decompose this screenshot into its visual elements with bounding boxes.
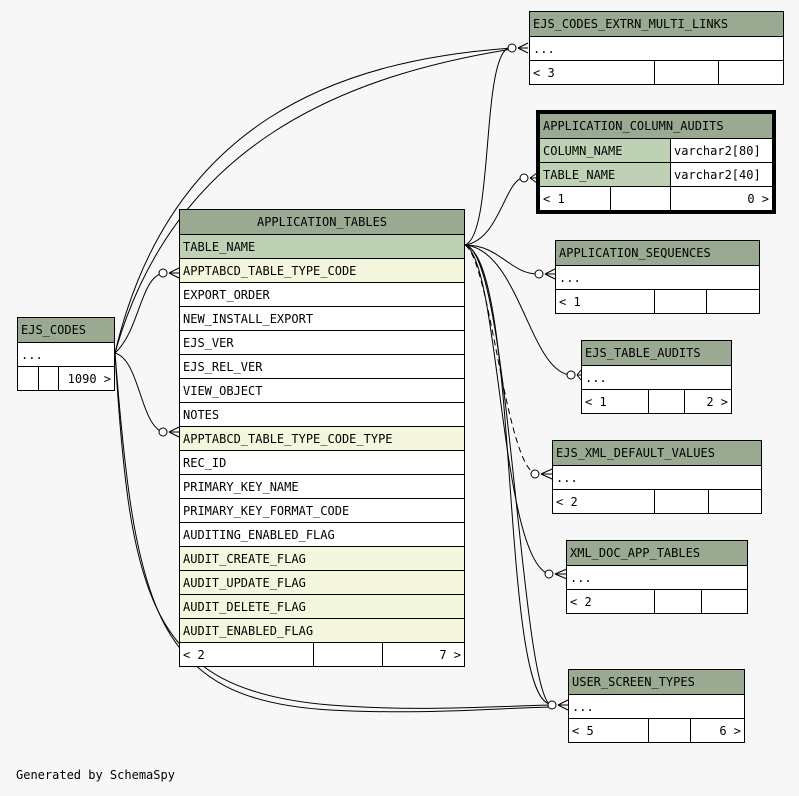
table-header[interactable]: USER_SCREEN_TYPES — [569, 670, 744, 694]
column-row-foreign-key: AUDIT_DELETE_FLAG — [180, 594, 464, 618]
table-footer-row: < 2 — [553, 489, 761, 513]
column-name: TABLE_NAME — [543, 168, 616, 182]
table-ellipsis-row: ... — [556, 265, 759, 289]
table-footer-row: < 1 — [556, 289, 759, 313]
parents-count[interactable]: < 2 — [183, 648, 205, 662]
parents-count[interactable]: < 1 — [585, 395, 607, 409]
children-count[interactable]: 7 > — [382, 643, 464, 666]
footer-spacer — [654, 590, 701, 613]
generated-by-caption: Generated by SchemaSpy — [16, 768, 175, 782]
table-application-column-audits[interactable]: APPLICATION_COLUMN_AUDITS COLUMN_NAME va… — [536, 110, 776, 214]
column-row-foreign-key: APPTABCD_TABLE_TYPE_CODE_TYPE — [180, 426, 464, 450]
column-row: REC_ID — [180, 450, 464, 474]
footer-spacer — [38, 367, 58, 390]
parents-count[interactable]: < 2 — [570, 595, 592, 609]
table-footer-row: < 1 2 > — [582, 389, 731, 413]
table-ejs-codes[interactable]: EJS_CODES ... 1090 > — [17, 317, 115, 391]
parents-count[interactable]: < 2 — [556, 495, 578, 509]
column-row: COLUMN_NAME varchar2[80] — [540, 138, 772, 162]
table-footer-row: < 1 0 > — [540, 186, 772, 210]
table-header[interactable]: EJS_XML_DEFAULT_VALUES — [553, 441, 761, 465]
table-header[interactable]: EJS_CODES — [18, 318, 114, 342]
table-ellipsis-row: ... — [582, 365, 731, 389]
table-application-sequences[interactable]: APPLICATION_SEQUENCES ... < 1 — [555, 240, 760, 314]
table-application-tables[interactable]: APPLICATION_TABLES TABLE_NAME APPTABCD_T… — [179, 209, 465, 667]
table-ellipsis-row: ... — [567, 565, 747, 589]
column-row: NOTES — [180, 402, 464, 426]
children-count[interactable] — [708, 490, 761, 513]
table-ellipsis-row: ... — [530, 36, 783, 60]
table-ejs-table-audits[interactable]: EJS_TABLE_AUDITS ... < 1 2 > — [581, 340, 732, 414]
parents-count[interactable] — [18, 367, 38, 390]
footer-spacer — [648, 390, 684, 413]
column-row: VIEW_OBJECT — [180, 378, 464, 402]
footer-spacer — [313, 643, 382, 666]
column-row: PRIMARY_KEY_NAME — [180, 474, 464, 498]
column-row: EXPORT_ORDER — [180, 282, 464, 306]
table-ellipsis-row: ... — [18, 342, 114, 366]
table-footer-row: < 2 — [567, 589, 747, 613]
column-type: varchar2[40] — [670, 163, 772, 186]
table-xml-doc-app-tables[interactable]: XML_DOC_APP_TABLES ... < 2 — [566, 540, 748, 614]
children-count[interactable] — [718, 61, 783, 84]
column-row-foreign-key: AUDIT_ENABLED_FLAG — [180, 618, 464, 642]
column-row: EJS_VER — [180, 330, 464, 354]
table-ejs-codes-extrn-multi-links[interactable]: EJS_CODES_EXTRN_MULTI_LINKS ... < 3 — [529, 11, 784, 85]
children-count[interactable]: 0 > — [670, 187, 772, 210]
parents-count[interactable]: < 3 — [533, 66, 555, 80]
column-row: PRIMARY_KEY_FORMAT_CODE — [180, 498, 464, 522]
children-count[interactable] — [701, 590, 747, 613]
column-row: NEW_INSTALL_EXPORT — [180, 306, 464, 330]
footer-spacer — [654, 290, 706, 313]
table-header[interactable]: XML_DOC_APP_TABLES — [567, 541, 747, 565]
children-count[interactable]: 6 > — [690, 719, 744, 742]
column-name: COLUMN_NAME — [543, 144, 623, 158]
column-type: varchar2[80] — [670, 139, 772, 162]
column-row: AUDITING_ENABLED_FLAG — [180, 522, 464, 546]
parents-count[interactable]: < 1 — [559, 295, 581, 309]
children-count[interactable]: 1090 > — [58, 367, 114, 390]
column-row-foreign-key: AUDIT_UPDATE_FLAG — [180, 570, 464, 594]
parents-count[interactable]: < 1 — [543, 192, 565, 206]
column-row-key: TABLE_NAME — [180, 234, 464, 258]
column-row: TABLE_NAME varchar2[40] — [540, 162, 772, 186]
children-count[interactable]: 2 > — [684, 390, 731, 413]
parents-count[interactable]: < 5 — [572, 724, 594, 738]
table-header[interactable]: EJS_TABLE_AUDITS — [582, 341, 731, 365]
table-header[interactable]: APPLICATION_SEQUENCES — [556, 241, 759, 265]
table-footer-row: < 3 — [530, 60, 783, 84]
table-user-screen-types[interactable]: USER_SCREEN_TYPES ... < 5 6 > — [568, 669, 745, 743]
table-footer-row: < 2 7 > — [180, 642, 464, 666]
table-header[interactable]: APPLICATION_COLUMN_AUDITS — [540, 114, 772, 138]
column-row-foreign-key: AUDIT_CREATE_FLAG — [180, 546, 464, 570]
table-header[interactable]: APPLICATION_TABLES — [180, 210, 464, 234]
children-count[interactable] — [706, 290, 759, 313]
column-row-foreign-key: APPTABCD_TABLE_TYPE_CODE — [180, 258, 464, 282]
table-ejs-xml-default-values[interactable]: EJS_XML_DEFAULT_VALUES ... < 2 — [552, 440, 762, 514]
table-ellipsis-row: ... — [553, 465, 761, 489]
column-row: EJS_REL_VER — [180, 354, 464, 378]
table-footer-row: < 5 6 > — [569, 718, 744, 742]
table-header[interactable]: EJS_CODES_EXTRN_MULTI_LINKS — [530, 12, 783, 36]
footer-spacer — [654, 490, 708, 513]
table-ellipsis-row: ... — [569, 694, 744, 718]
footer-spacer — [648, 719, 690, 742]
footer-spacer — [610, 187, 670, 210]
table-footer-row: 1090 > — [18, 366, 114, 390]
footer-spacer — [654, 61, 718, 84]
